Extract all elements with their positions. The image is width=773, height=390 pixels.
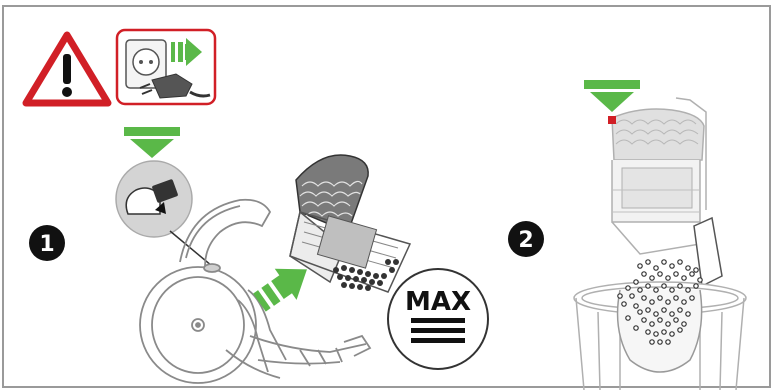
max-indicator: MAX — [387, 268, 489, 370]
unplug-icon — [115, 28, 217, 106]
dust-bin-emptying — [608, 97, 723, 288]
down-arrow-icon — [584, 80, 640, 112]
step-1-number: 1 — [39, 232, 54, 257]
dust-bin-removed — [289, 154, 412, 293]
right-arrow-icon — [253, 268, 307, 312]
step-1-badge: 1 — [29, 225, 65, 261]
vacuum-body — [139, 198, 372, 384]
max-label: MAX — [405, 287, 471, 317]
step-2-badge: 2 — [508, 221, 544, 257]
warning-icon — [22, 31, 112, 107]
down-arrow-icon — [124, 127, 180, 158]
step-2-number: 2 — [518, 228, 533, 253]
dust-particles — [617, 259, 703, 345]
button-press-icon — [115, 160, 213, 267]
